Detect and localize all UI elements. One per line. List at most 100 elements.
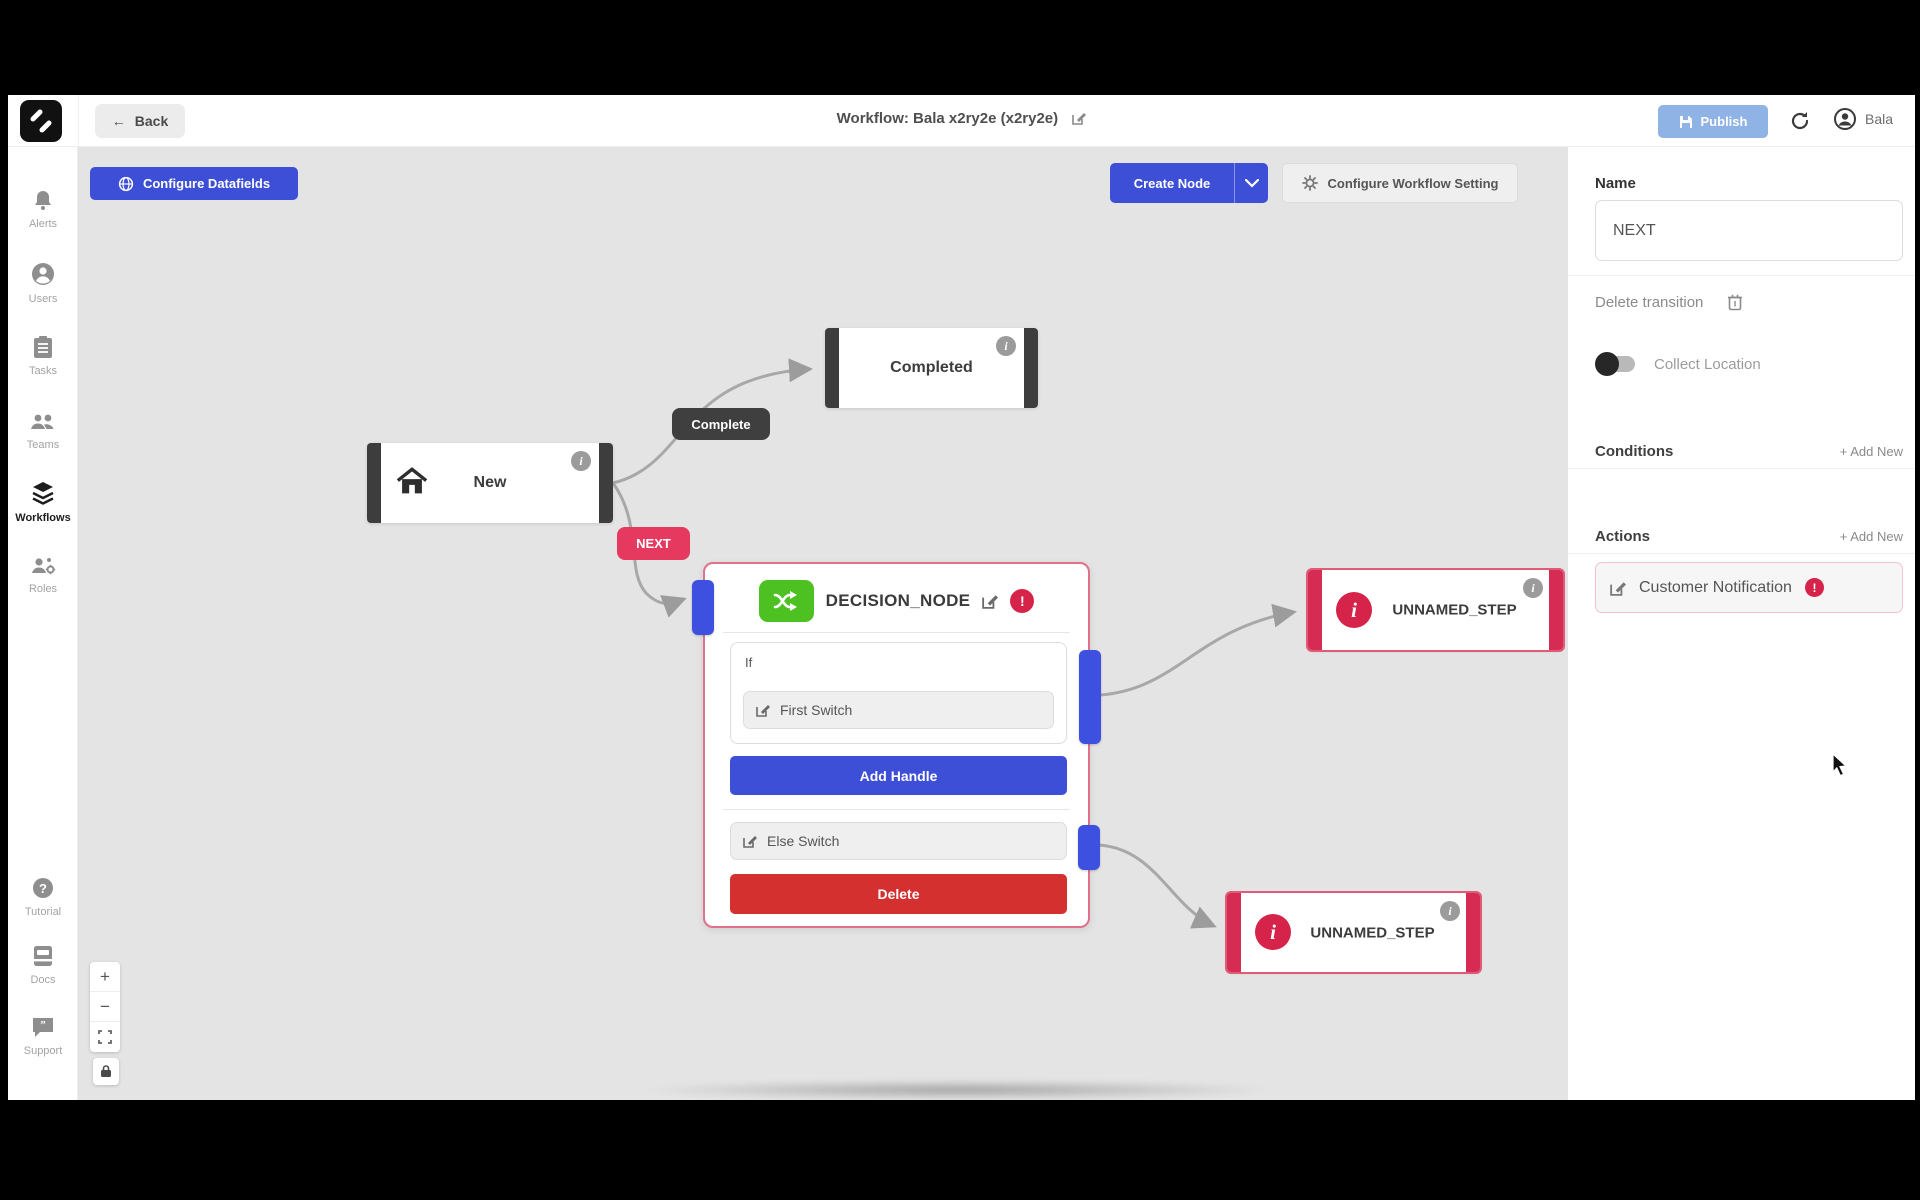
- conditions-add-new-button[interactable]: + Add New: [1839, 444, 1903, 459]
- name-input[interactable]: [1595, 200, 1903, 261]
- edge-label-complete[interactable]: Complete: [672, 408, 770, 440]
- delete-node-button[interactable]: Delete: [730, 874, 1067, 914]
- sidebar-label: Workflows: [15, 512, 71, 524]
- sidebar-item-docs[interactable]: Docs: [8, 944, 78, 986]
- info-icon[interactable]: i: [571, 451, 591, 471]
- delete-transition-row[interactable]: Delete transition: [1595, 293, 1743, 311]
- delete-label: Delete: [877, 886, 920, 902]
- gear-icon: [1301, 175, 1318, 191]
- action-item-label: Customer Notification: [1639, 578, 1792, 596]
- configure-datafields-button[interactable]: Configure Datafields: [90, 167, 298, 200]
- back-button[interactable]: ← Back: [95, 104, 185, 138]
- publish-button[interactable]: Publish: [1658, 105, 1768, 138]
- app-logo[interactable]: [20, 100, 62, 142]
- edge-decision-unnamed-bottom: [1098, 843, 1217, 929]
- node-handle-left[interactable]: [1227, 893, 1241, 972]
- sidebar-item-workflows[interactable]: Workflows: [8, 480, 78, 524]
- info-icon[interactable]: i: [1523, 578, 1543, 598]
- bell-icon: [35, 191, 51, 210]
- roles-icon: [32, 558, 56, 575]
- action-item-customer-notification[interactable]: Customer Notification !: [1595, 562, 1903, 613]
- node-handle-left[interactable]: [1308, 570, 1322, 650]
- configure-workflow-setting-label: Configure Workflow Setting: [1327, 175, 1499, 191]
- back-label: Back: [134, 113, 169, 129]
- zoom-in-button[interactable]: +: [90, 962, 120, 992]
- info-icon[interactable]: i: [1440, 901, 1460, 921]
- collect-location-toggle[interactable]: [1595, 352, 1635, 376]
- error-info-icon: i: [1255, 914, 1291, 950]
- node-handle-right[interactable]: [599, 443, 613, 523]
- top-header: ← Back Workflow: Bala x2ry2e (x2ry2e) Pu…: [8, 95, 1915, 147]
- lock-icon: [101, 1065, 111, 1077]
- divider: [1568, 553, 1915, 554]
- conditions-label: Conditions: [1595, 443, 1674, 460]
- node-unnamed-step-bottom[interactable]: i UNNAMED_STEP i: [1225, 891, 1482, 974]
- actions-add-new-button[interactable]: + Add New: [1839, 529, 1903, 544]
- create-node-split-button: Create Node: [1110, 163, 1268, 203]
- first-switch-field[interactable]: First Switch: [743, 691, 1054, 729]
- decision-handle-right-if[interactable]: [1079, 650, 1101, 744]
- else-switch-field[interactable]: Else Switch: [730, 822, 1067, 860]
- node-label: Completed: [890, 359, 973, 376]
- sidebar-item-tutorial[interactable]: ? Tutorial: [8, 876, 78, 918]
- node-handle-left[interactable]: [367, 443, 381, 523]
- edit-icon: [1610, 581, 1626, 596]
- node-completed[interactable]: Completed i: [825, 328, 1038, 408]
- workflow-canvas[interactable]: Configure Datafields Create Node: [78, 147, 1568, 1100]
- add-handle-button[interactable]: Add Handle: [730, 756, 1067, 795]
- user-menu[interactable]: Bala: [1833, 107, 1893, 131]
- publish-label: Publish: [1700, 114, 1748, 129]
- node-handle-right[interactable]: [1549, 570, 1563, 650]
- sidebar-item-tasks[interactable]: Tasks: [8, 335, 78, 377]
- edit-title-icon[interactable]: [1072, 111, 1087, 129]
- right-inspector-panel: Name Delete transition Collect Loc: [1568, 147, 1915, 1100]
- shuffle-icon: [773, 591, 798, 611]
- home-icon: [396, 467, 428, 494]
- node-handle-right[interactable]: [1024, 328, 1038, 408]
- node-unnamed-step-right[interactable]: i UNNAMED_STEP i: [1306, 568, 1565, 652]
- refresh-button[interactable]: [1786, 107, 1814, 135]
- decision-if-group: If First Switch: [730, 642, 1067, 744]
- logo-icon: [30, 109, 52, 133]
- sidebar-item-roles[interactable]: Roles: [8, 553, 78, 595]
- configure-workflow-setting-button[interactable]: Configure Workflow Setting: [1282, 163, 1518, 203]
- layers-icon: [32, 482, 54, 505]
- trash-icon[interactable]: [1727, 293, 1743, 311]
- create-node-dropdown-button[interactable]: [1234, 163, 1268, 203]
- edge-label-next[interactable]: NEXT: [617, 527, 690, 560]
- node-new[interactable]: New i: [367, 443, 613, 523]
- app-window: ← Back Workflow: Bala x2ry2e (x2ry2e) Pu…: [8, 95, 1915, 1100]
- node-handle-right[interactable]: [1466, 893, 1480, 972]
- decision-handle-right-else[interactable]: [1078, 825, 1100, 870]
- datafields-globe-icon: [118, 176, 134, 191]
- sidebar-item-users[interactable]: Users: [8, 261, 78, 305]
- canvas-shadow: [638, 1080, 1278, 1100]
- node-label: UNNAMED_STEP: [1392, 601, 1517, 619]
- lock-button[interactable]: [93, 1058, 119, 1085]
- add-handle-label: Add Handle: [859, 767, 938, 784]
- sidebar-item-teams[interactable]: Teams: [8, 411, 78, 451]
- node-handle-left[interactable]: [825, 328, 839, 408]
- decision-divider: [723, 632, 1070, 633]
- else-switch-label: Else Switch: [767, 833, 840, 849]
- sidebar-label: Tasks: [28, 365, 58, 377]
- person-icon: [1834, 108, 1856, 130]
- decision-header: DECISION_NODE !: [705, 580, 1088, 622]
- zoom-out-button[interactable]: −: [90, 992, 120, 1022]
- edge-label-text: Complete: [691, 416, 751, 432]
- sidebar-label: Teams: [26, 439, 60, 451]
- back-arrow-icon: ←: [111, 113, 126, 129]
- fit-view-button[interactable]: [90, 1022, 120, 1052]
- chat-icon: ”: [33, 1018, 53, 1037]
- actions-label: Actions: [1595, 528, 1651, 545]
- clipboard-icon: [34, 336, 52, 358]
- decision-alert-icon[interactable]: !: [1010, 589, 1035, 613]
- decision-handle-left[interactable]: [692, 580, 714, 635]
- sidebar-item-alerts[interactable]: Alerts: [8, 188, 78, 230]
- sidebar-item-support[interactable]: ” Support: [8, 1015, 78, 1057]
- toggle-knob: [1595, 352, 1619, 376]
- create-node-button[interactable]: Create Node: [1110, 163, 1234, 203]
- edit-decision-icon[interactable]: [982, 593, 999, 609]
- info-icon[interactable]: i: [996, 336, 1016, 356]
- node-decision[interactable]: DECISION_NODE ! If First Switch Add Hand…: [692, 562, 1101, 928]
